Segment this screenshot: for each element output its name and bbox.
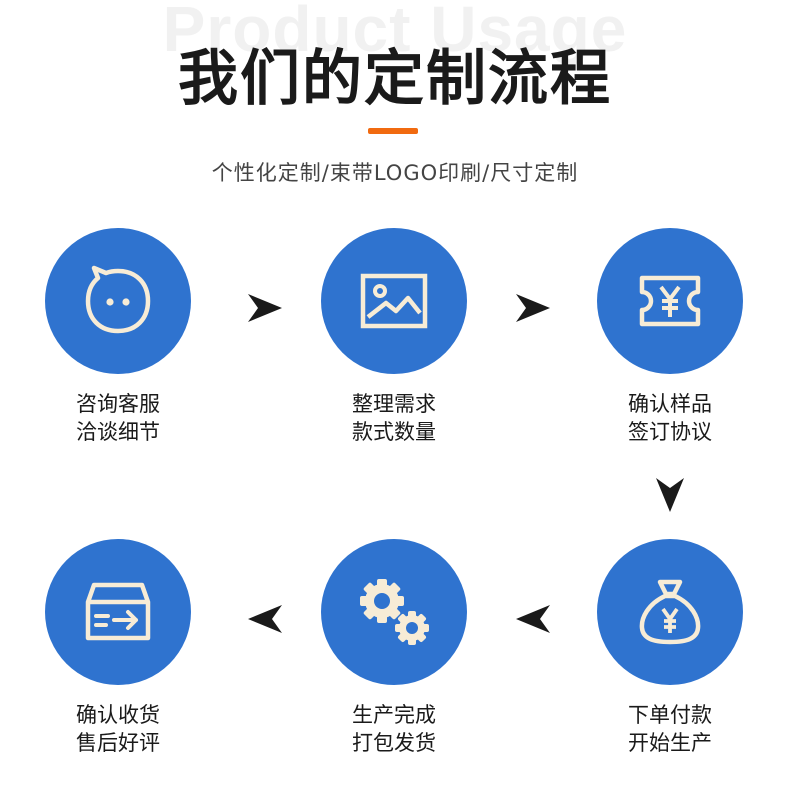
arrow-right-icon: [516, 294, 550, 322]
step-consult: 咨询客服 洽谈细节: [28, 228, 208, 446]
step-detail: 洽谈细节: [76, 420, 160, 444]
arrow-left-icon: [516, 605, 550, 633]
step-circle: [321, 539, 467, 685]
step-requirements: 整理需求 款式数量: [304, 228, 484, 446]
step-title: 咨询客服: [76, 392, 160, 416]
step-title: 确认样品: [628, 392, 712, 416]
page-title: 我们的定制流程: [178, 44, 612, 114]
step-title: 下单付款: [628, 703, 712, 727]
step-detail: 售后好评: [76, 731, 160, 755]
step-detail: 开始生产: [628, 731, 712, 755]
yen-ticket-icon: [639, 275, 701, 327]
step-circle: [45, 228, 191, 374]
step-payment: 下单付款 开始生产: [580, 539, 760, 757]
delivery-box-icon: [85, 582, 151, 641]
gears-icon: [360, 579, 429, 645]
accent-bar: [368, 128, 418, 134]
money-bag-icon: [639, 579, 701, 645]
watermark-text: Product Usage: [162, 0, 628, 65]
step-circle: [597, 228, 743, 374]
step-title: 生产完成: [352, 703, 436, 727]
arrow-down-icon: [656, 478, 684, 512]
step-detail: 签订协议: [628, 420, 712, 444]
step-detail: 打包发货: [352, 731, 436, 755]
arrow-right-icon: [248, 294, 282, 322]
step-circle: [597, 539, 743, 685]
step-production: 生产完成 打包发货: [304, 539, 484, 757]
chat-bubble-icon: [85, 265, 151, 334]
step-detail: 款式数量: [352, 420, 436, 444]
step-title: 确认收货: [76, 703, 160, 727]
step-receipt: 确认收货 售后好评: [28, 539, 208, 757]
step-circle: [45, 539, 191, 685]
step-confirm-sample: 确认样品 签订协议: [580, 228, 760, 446]
page-subtitle: 个性化定制/束带LOGO印刷/尺寸定制: [211, 161, 579, 185]
step-title: 整理需求: [352, 392, 436, 416]
image-icon: [360, 273, 428, 329]
arrow-left-icon: [248, 605, 282, 633]
step-circle: [321, 228, 467, 374]
